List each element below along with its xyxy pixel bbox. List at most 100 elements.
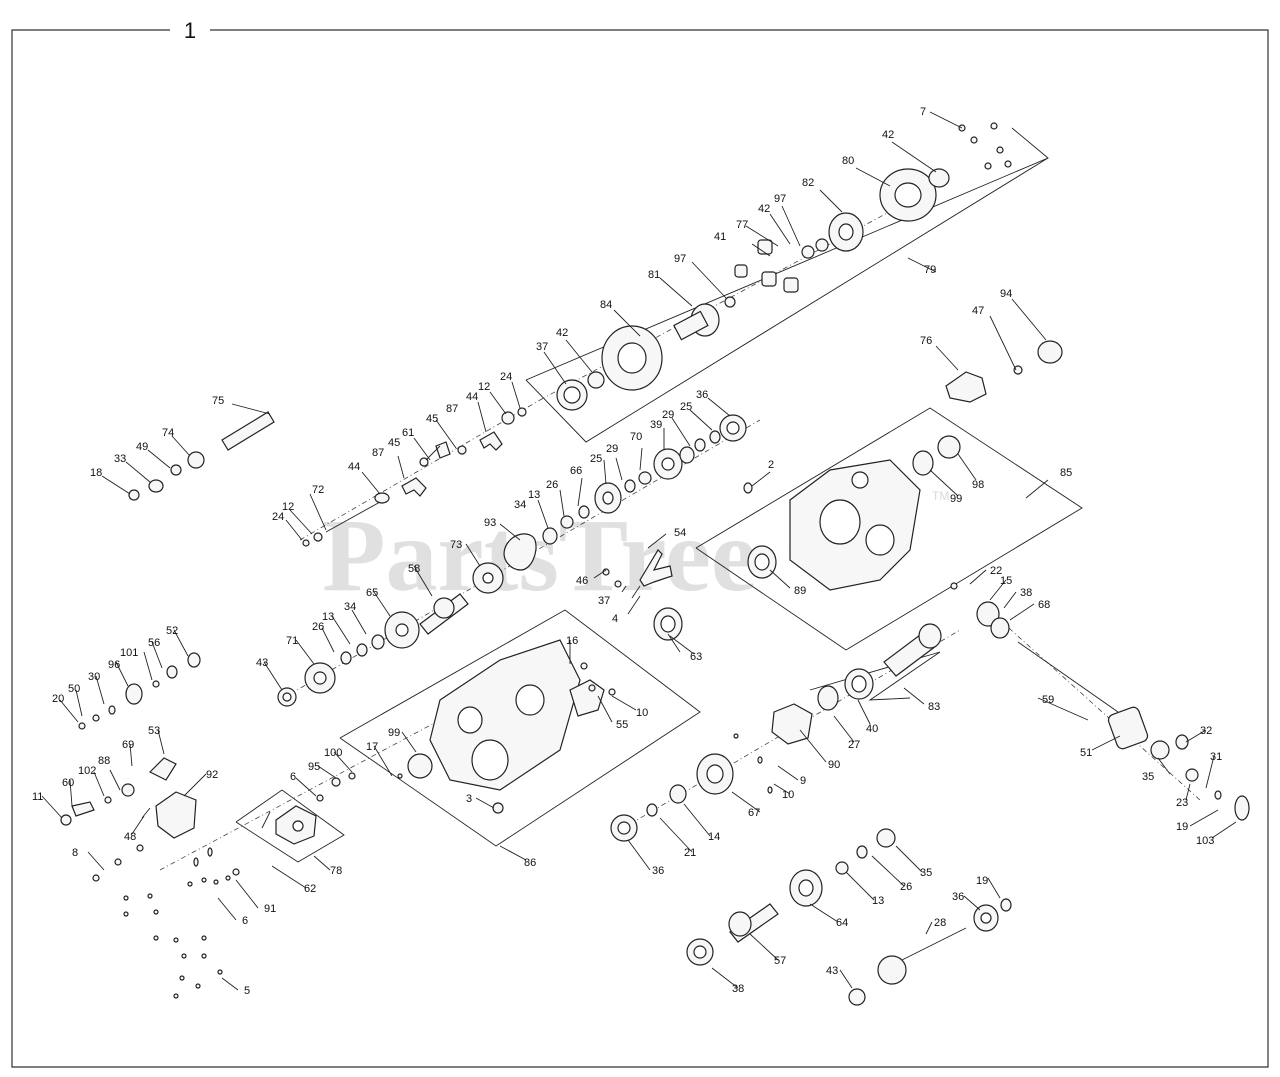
shift-rod-72-part bbox=[302, 501, 381, 547]
callout-83: 83 bbox=[928, 701, 940, 713]
axis-upper-shaft bbox=[299, 399, 541, 541]
callout-89: 37 bbox=[598, 595, 610, 607]
callout-46: 46 bbox=[576, 575, 588, 587]
callout-93: 93 bbox=[484, 517, 496, 529]
cover-flange-part bbox=[879, 168, 950, 222]
group-bracket-83 bbox=[809, 651, 941, 701]
callout-95: 95 bbox=[308, 761, 320, 773]
callout-51: 51 bbox=[1080, 747, 1092, 759]
callout-77: 77 bbox=[736, 219, 748, 231]
callout-99: 99 bbox=[950, 493, 962, 505]
lever-parts-left bbox=[60, 652, 201, 839]
callout-100: 100 bbox=[324, 747, 342, 759]
callout-22: 22 bbox=[990, 565, 1002, 577]
callout-24: 24 bbox=[500, 371, 512, 383]
callout-85: 85 bbox=[1060, 467, 1072, 479]
callout-6: 6 bbox=[290, 771, 296, 783]
callout-75: 75 bbox=[212, 395, 224, 407]
callout-48: 48 bbox=[124, 831, 136, 843]
callout-97: 97 bbox=[674, 253, 686, 265]
housing-86-part bbox=[407, 639, 605, 814]
callout-9: 9 bbox=[800, 775, 806, 787]
callout-96: 96 bbox=[108, 659, 120, 671]
callout-13: 13 bbox=[322, 611, 334, 623]
callout-94: 94 bbox=[1000, 288, 1012, 300]
group-bracket-78 bbox=[235, 789, 345, 863]
callout-97: 97 bbox=[774, 193, 786, 205]
callout-60: 60 bbox=[62, 777, 74, 789]
callout-57: 57 bbox=[774, 955, 786, 967]
callout-47: 47 bbox=[972, 305, 984, 317]
callout-67: 67 bbox=[748, 807, 760, 819]
gear-64-part bbox=[789, 828, 896, 907]
callout-44: 44 bbox=[466, 391, 478, 403]
callout-10: 10 bbox=[636, 707, 648, 719]
gear-65-part bbox=[340, 611, 420, 665]
figure-number: 1 bbox=[184, 18, 196, 43]
callout-38: 38 bbox=[732, 983, 744, 995]
callout-21: 21 bbox=[684, 847, 696, 859]
callout-49: 49 bbox=[136, 441, 148, 453]
callout-13: 13 bbox=[528, 489, 540, 501]
bracket-76-part bbox=[945, 340, 1063, 403]
large-gear-84-part bbox=[556, 325, 663, 411]
callout-38: 38 bbox=[1020, 587, 1032, 599]
callout-42: 42 bbox=[758, 203, 770, 215]
callout-59: 59 bbox=[1042, 694, 1054, 706]
callout-63: 63 bbox=[690, 651, 702, 663]
callout-34: 34 bbox=[344, 601, 356, 613]
belt-93-part bbox=[503, 533, 537, 571]
callout-87: 87 bbox=[446, 403, 458, 415]
callout-69: 69 bbox=[122, 739, 134, 751]
callout-62: 62 bbox=[304, 883, 316, 895]
callout-43: 43 bbox=[826, 965, 838, 977]
callout-29: 29 bbox=[662, 409, 674, 421]
callout-45: 45 bbox=[388, 437, 400, 449]
callout-79: 79 bbox=[924, 264, 936, 276]
leader-lines bbox=[41, 111, 1237, 991]
callout-82: 82 bbox=[802, 177, 814, 189]
callout-43: 43 bbox=[256, 657, 268, 669]
callout-71: 71 bbox=[286, 635, 298, 647]
callout-26: 26 bbox=[900, 881, 912, 893]
callout-20: 20 bbox=[52, 693, 64, 705]
bearing-36-part bbox=[694, 414, 747, 452]
axis-main-shaft bbox=[539, 189, 931, 401]
callout-55: 55 bbox=[616, 719, 628, 731]
small-parts-cluster bbox=[92, 122, 1012, 999]
gear-70-part bbox=[624, 446, 695, 493]
watermark-tm: TM bbox=[932, 489, 949, 503]
callout-26: 26 bbox=[546, 479, 558, 491]
callout-36: 36 bbox=[952, 891, 964, 903]
callout-24: 24 bbox=[272, 511, 284, 523]
gear-83-part bbox=[883, 623, 942, 677]
diagram-frame bbox=[11, 29, 1269, 1068]
spider-gears-part bbox=[734, 239, 815, 293]
callout-25: 25 bbox=[680, 401, 692, 413]
callout-31: 31 bbox=[1210, 751, 1222, 763]
callout-3: 3 bbox=[466, 793, 472, 805]
callout-18: 18 bbox=[90, 467, 102, 479]
callout-13: 13 bbox=[872, 895, 884, 907]
callout-64: 64 bbox=[836, 917, 848, 929]
callout-labels: 7 42 80 82 97 42 77 41 79 97 81 84 42 37… bbox=[32, 106, 1222, 997]
callout-99: 99 bbox=[388, 727, 400, 739]
callout-37: 89 bbox=[794, 585, 806, 597]
group-bracket-85 bbox=[695, 407, 1083, 651]
callout-41: 41 bbox=[714, 231, 726, 243]
callout-66: 66 bbox=[570, 465, 582, 477]
disc-73-part bbox=[472, 562, 504, 594]
callout-30: 30 bbox=[88, 671, 100, 683]
callout-12: 12 bbox=[282, 501, 294, 513]
callout-81: 81 bbox=[648, 269, 660, 281]
callout-86: 86 bbox=[524, 857, 536, 869]
shaft-81-part bbox=[673, 296, 736, 341]
callout-76: 76 bbox=[920, 335, 932, 347]
axle-59-part bbox=[976, 601, 1119, 713]
callout-4: 4 bbox=[612, 613, 618, 625]
callout-98: 98 bbox=[972, 479, 984, 491]
callout-103: 103 bbox=[1196, 835, 1214, 847]
callout-8: 8 bbox=[72, 847, 78, 859]
ring-gear-82-part bbox=[815, 212, 864, 252]
callout-61: 61 bbox=[402, 427, 414, 439]
